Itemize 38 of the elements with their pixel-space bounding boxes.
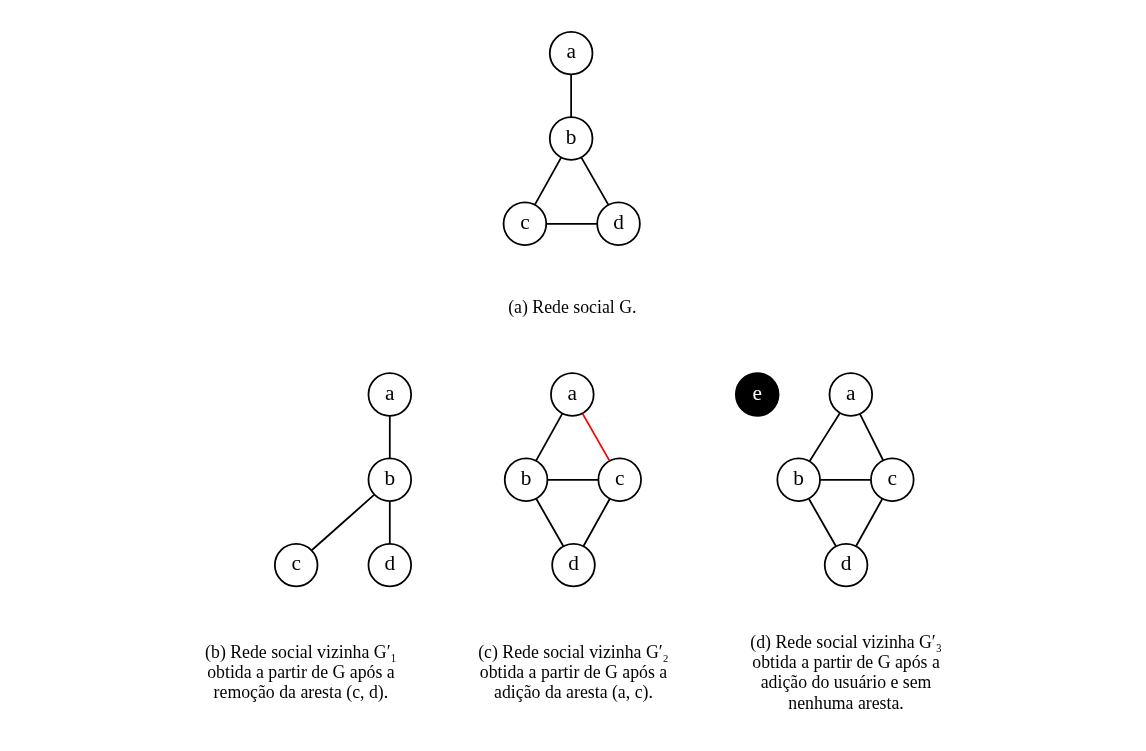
connector	[535, 498, 564, 547]
node-circle: d	[367, 542, 412, 588]
connector	[388, 500, 391, 545]
label: (d) Rede social vizinha G′₃ obtida a partir de G após a adição do usuário e sem nenhuma aresta.	[749, 632, 942, 713]
connector	[582, 498, 611, 547]
node-circle: b	[367, 457, 412, 502]
connector	[581, 412, 610, 462]
connector	[818, 478, 872, 481]
connector	[858, 413, 884, 462]
connector	[854, 498, 883, 547]
connector	[808, 412, 841, 462]
node-circle: b	[775, 457, 821, 502]
node-circle: c	[502, 201, 547, 247]
connector	[388, 415, 391, 460]
connector	[310, 493, 375, 552]
connector	[580, 156, 609, 206]
node-circle: a	[548, 30, 593, 76]
label: (b) Rede social vizinha G′₁ obtida a partir de G após a remoção da aresta (c, d).	[204, 642, 397, 703]
connector	[545, 222, 598, 225]
node-circle: a	[828, 372, 873, 417]
node-circle: d	[595, 201, 641, 247]
node-circle: e	[734, 372, 779, 417]
node-circle: a	[549, 372, 595, 417]
label: (a) Rede social G.	[507, 297, 636, 318]
connector	[533, 156, 562, 206]
label: (c) Rede social vizinha G′₂ obtida a partir de G após a adição da aresta (a, c).	[477, 642, 669, 703]
connector	[807, 498, 837, 547]
connector	[569, 73, 572, 118]
node-circle: c	[869, 457, 914, 502]
node-circle: d	[823, 542, 868, 588]
connector	[546, 478, 599, 481]
node-circle: b	[503, 457, 548, 502]
node-circle: a	[367, 372, 412, 417]
node-circle: b	[548, 116, 593, 161]
node-circle: c	[273, 542, 318, 588]
connector	[534, 412, 563, 462]
node-circle: c	[597, 457, 642, 502]
node-circle: d	[550, 542, 596, 588]
